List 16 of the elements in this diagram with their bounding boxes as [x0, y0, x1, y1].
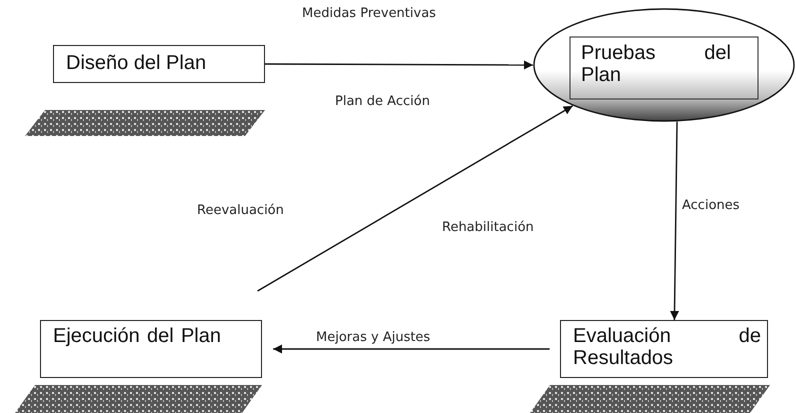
- process-box: [560, 320, 768, 378]
- arrow: [257, 105, 574, 292]
- node-label: Evaluación de Resultados: [573, 325, 761, 369]
- textured-bar: [15, 385, 262, 413]
- arrow: [273, 344, 550, 354]
- node-label: Diseño del Plan: [66, 52, 208, 74]
- textured-bar: [25, 110, 265, 136]
- process-box: [53, 45, 265, 83]
- arrow: [265, 60, 533, 70]
- arrow: [670, 122, 680, 320]
- edge-label: Mejoras y Ajustes: [314, 330, 432, 345]
- node-label: Ejecución del Plan: [53, 325, 221, 347]
- textured-bar: [530, 385, 770, 413]
- node-label: Pruebas del Plan: [581, 42, 731, 86]
- process-box: [40, 320, 262, 378]
- ellipse-node: [533, 8, 795, 122]
